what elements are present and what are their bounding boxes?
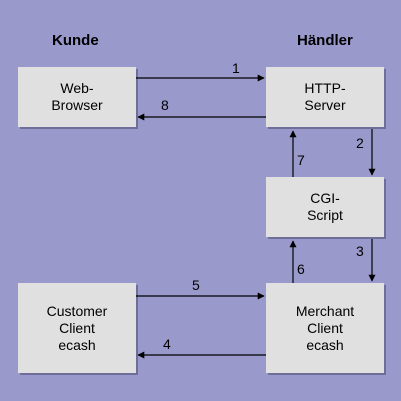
heading-kunde: Kunde: [52, 32, 99, 49]
merchant-client-label-1: Merchant: [295, 302, 355, 319]
merchant-client-label-2: Client: [307, 319, 343, 336]
arrow-2-label: 2: [356, 135, 364, 151]
merchant-client-label-3: ecash: [306, 336, 344, 353]
arrow-3-label: 3: [356, 243, 364, 259]
web-browser-label-1: Web-: [60, 80, 94, 96]
arrow-8-label: 8: [161, 97, 169, 113]
customer-client-label-3: ecash: [58, 336, 96, 353]
customer-client-box: Customer Client ecash: [18, 283, 136, 373]
merchant-client-box: Merchant Client ecash: [266, 283, 384, 373]
http-server-box: HTTP- Server: [266, 67, 384, 127]
cgi-script-box: CGI- Script: [266, 177, 384, 237]
cgi-script-label-2: Script: [307, 207, 343, 223]
web-browser-label-2: Browser: [51, 97, 103, 113]
http-server-label-1: HTTP-: [304, 80, 346, 96]
customer-client-label-1: Customer: [46, 302, 108, 319]
arrow-1-label: 1: [232, 60, 240, 76]
heading-haendler: Händler: [297, 32, 353, 49]
web-browser-box: Web- Browser: [18, 67, 136, 127]
cgi-script-label-1: CGI-: [310, 190, 340, 206]
arrow-5-label: 5: [192, 277, 200, 293]
arrow-6-label: 6: [297, 261, 305, 277]
customer-client-label-2: Client: [59, 319, 95, 336]
arrow-4-label: 4: [163, 336, 171, 352]
http-server-label-2: Server: [304, 97, 346, 113]
arrow-7-label: 7: [297, 152, 305, 168]
